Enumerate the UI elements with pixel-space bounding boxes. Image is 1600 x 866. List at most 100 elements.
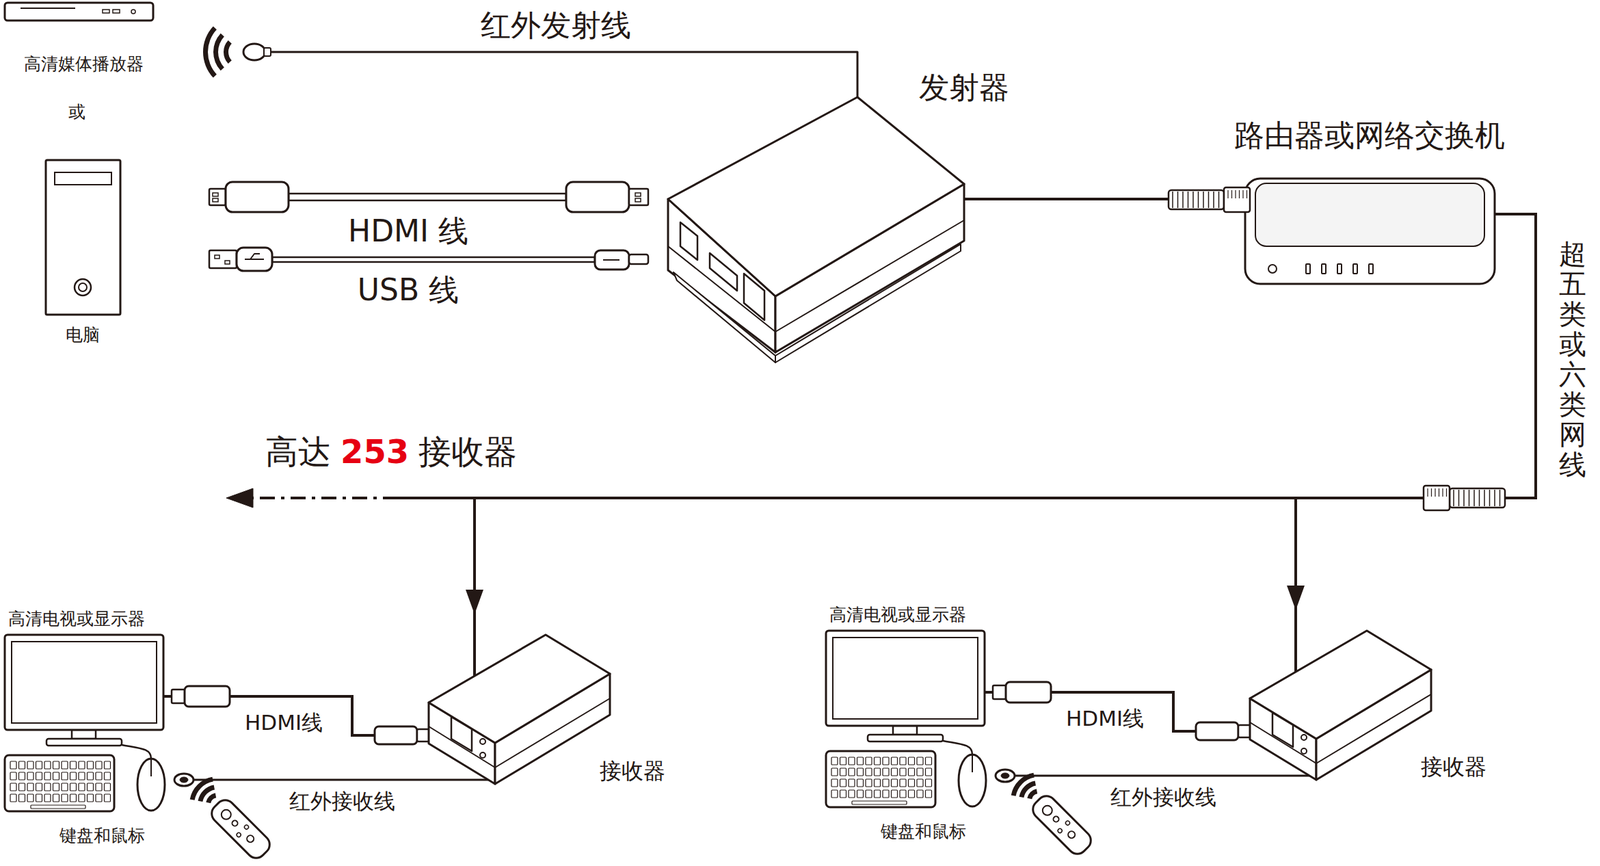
indicator [480, 738, 486, 744]
keyboard [825, 750, 936, 807]
rj45-ridge [1494, 489, 1496, 506]
remote-button [245, 833, 256, 844]
rj45-contact [1446, 488, 1447, 497]
receiver: 接收器 [428, 675, 610, 784]
count-note: 接收器 [418, 432, 517, 471]
key [36, 761, 43, 769]
key [865, 789, 872, 798]
remote-button [1052, 815, 1060, 823]
computer-tower [45, 160, 121, 315]
key [925, 767, 932, 776]
port [743, 273, 765, 320]
key [840, 756, 847, 765]
key [87, 761, 94, 769]
usb-symbol [244, 258, 264, 260]
usb-plug [224, 260, 230, 264]
cable-label: 红外发射线 [477, 8, 634, 44]
disc-slot [20, 7, 76, 9]
monitor-stand [867, 734, 943, 742]
key [95, 782, 102, 791]
keyboard-mouse: 键盘和鼠标 [4, 754, 166, 811]
key [27, 771, 34, 780]
remote-control [207, 795, 274, 862]
key [874, 778, 881, 787]
player-button [112, 9, 120, 13]
key [78, 793, 85, 802]
key [95, 761, 102, 769]
key [848, 756, 855, 765]
display: 高清电视或显示器 [4, 634, 164, 730]
monitor-stand [892, 725, 917, 735]
router-led [1337, 263, 1342, 274]
port [451, 716, 472, 751]
usb-plug [629, 254, 649, 264]
usb-symbol [250, 253, 260, 260]
ir-sensor [1001, 772, 1010, 779]
key [831, 789, 838, 798]
key [908, 767, 915, 776]
power-button [78, 283, 87, 292]
trunk-arrowhead [226, 488, 253, 508]
usb-plug [594, 250, 630, 270]
cable-label: USB 线 [354, 272, 462, 308]
device-label: 接收器 [1420, 754, 1487, 780]
remote-button [1040, 803, 1055, 818]
ir-wave [223, 40, 232, 64]
key [908, 789, 915, 798]
key [857, 756, 864, 765]
monitor [4, 634, 164, 730]
indicator [1301, 748, 1307, 754]
rj45-contact [1242, 190, 1244, 199]
rj45-contact [1231, 190, 1233, 199]
remote-button [1064, 819, 1071, 826]
key [70, 771, 77, 780]
hdmi-plug [635, 198, 641, 202]
key [848, 789, 855, 798]
router-led [1268, 264, 1277, 273]
rj45-contact [1431, 488, 1432, 497]
key [899, 789, 906, 798]
key [36, 793, 43, 802]
ir-wave [1011, 772, 1035, 796]
key [78, 782, 85, 791]
router-switch: 路由器或网络交换机 [1245, 178, 1495, 284]
rj45-contact [1227, 190, 1229, 199]
key [865, 778, 872, 787]
ir-receiver-wire [193, 778, 496, 781]
usb-cable [272, 257, 595, 262]
remote-button [235, 831, 242, 837]
router-top [1255, 183, 1485, 247]
key [87, 771, 94, 780]
remote-button [231, 819, 239, 827]
router-led [1321, 263, 1326, 274]
key [44, 771, 51, 780]
router-led [1305, 263, 1311, 274]
rj45-ridge [1473, 489, 1475, 506]
usb-plug [236, 247, 273, 271]
hdmi-plug [566, 181, 630, 212]
device-label: 接收器 [599, 758, 666, 784]
rj45-contact [1234, 190, 1236, 199]
receiver: 接收器 [1249, 671, 1432, 780]
hdmi-plug [212, 198, 219, 202]
hdmi-plug [225, 181, 289, 212]
key [78, 761, 85, 769]
key [874, 767, 881, 776]
remote-button [1066, 829, 1077, 839]
key [899, 767, 906, 776]
key [87, 782, 94, 791]
key [70, 761, 77, 769]
rj45-ridge [1187, 191, 1190, 208]
monitor-stand [46, 738, 122, 746]
transmitter-base [673, 272, 776, 363]
rj45-plug [1449, 488, 1505, 508]
drive-bay [54, 172, 112, 185]
rj45-plug [1168, 190, 1224, 210]
rj45-ridge [1177, 191, 1179, 208]
key [916, 756, 924, 765]
rj45-contact [1438, 488, 1440, 497]
hdmi-plug [1005, 681, 1051, 703]
ir-emitter-wire [270, 51, 858, 98]
device-label: 发射器 [918, 70, 1010, 106]
rj45-ridge [1171, 191, 1174, 208]
